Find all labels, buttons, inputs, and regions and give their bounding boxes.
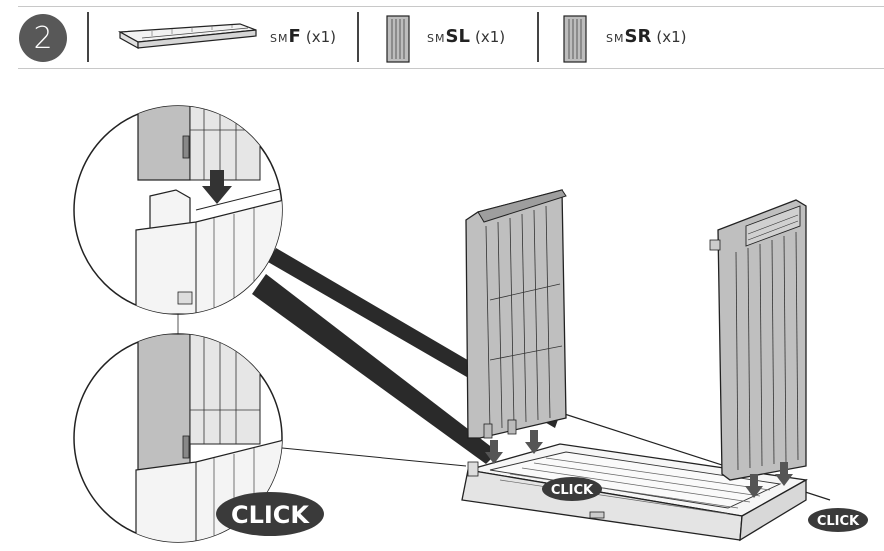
bottom-rule [18,68,884,69]
separator [537,12,539,62]
click-callout-center-text: CLICK [551,483,594,498]
click-callout-large-text: CLICK [231,501,310,529]
part-sl-label: SMSL (x1) [427,26,506,47]
separator [87,12,89,62]
part-f-thumbnail [117,23,257,50]
click-callout-right: CLICK [808,508,868,532]
part-sr-thumbnail [563,15,587,63]
part-sr-label: SMSR (x1) [606,26,687,47]
click-callout-center: CLICK [542,477,602,501]
part-sl-thumbnail [386,15,410,63]
parts-header: 2 SMF (x1) SMSL (x1) SMSR [0,0,884,72]
step-number: 2 [33,20,53,56]
assembly-illustration: CLICK [73,105,868,543]
separator [357,12,359,62]
click-callout-right-text: CLICK [817,514,860,529]
top-rule [18,6,884,7]
right-side-panel [709,199,807,498]
part-f-label: SMF (x1) [270,26,336,47]
step-number-badge: 2 [19,14,67,62]
base-tray [461,443,808,542]
click-callout-large: CLICK [216,492,324,536]
left-side-panel [465,189,567,464]
zoom-detail-top [73,105,283,315]
